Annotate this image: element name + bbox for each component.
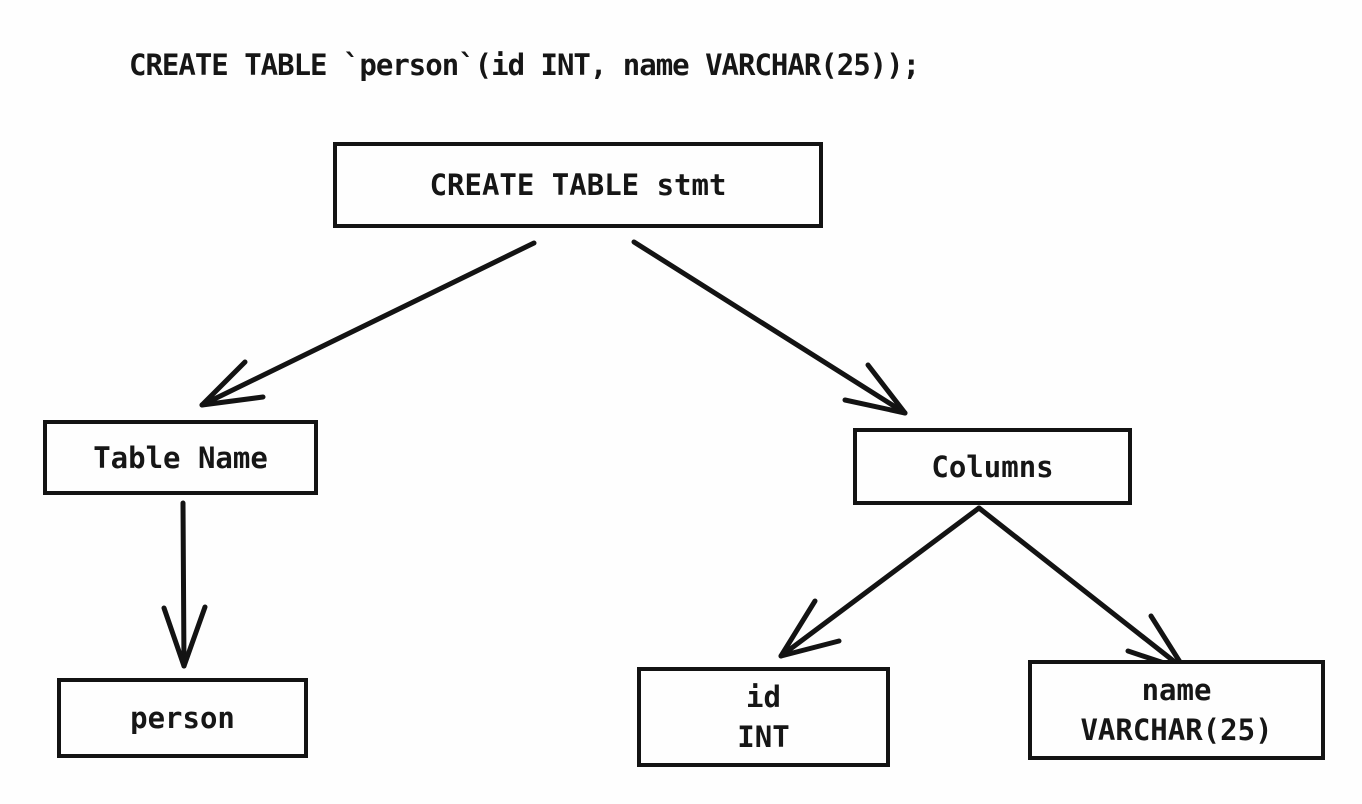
column-name: name: [1141, 673, 1212, 707]
node-label: Columns: [931, 449, 1054, 484]
node-create-table-stmt: CREATE TABLE stmt: [333, 142, 823, 228]
edge-root-to-columns: [631, 239, 908, 416]
arrowhead-icon: [778, 598, 842, 659]
node-label: Table Name: [93, 440, 268, 475]
column-type: VARCHAR(25): [1080, 713, 1273, 747]
arrowhead-icon: [842, 362, 908, 416]
edge-columns-to-id: [778, 505, 982, 659]
column-type: INT: [737, 720, 790, 754]
node-name-column: name VARCHAR(25): [1028, 660, 1325, 760]
edge-columns-to-name: [976, 505, 1188, 673]
edge-root-to-table-name: [199, 240, 537, 408]
node-id-column: id INT: [637, 667, 890, 767]
node-person: person: [57, 678, 308, 758]
node-table-name: Table Name: [43, 420, 318, 495]
node-label: person: [130, 701, 235, 735]
sql-statement-text: CREATE TABLE `person`(id INT, name VARCH…: [129, 48, 920, 82]
node-columns: Columns: [853, 428, 1132, 505]
node-label: CREATE TABLE stmt: [429, 168, 727, 202]
edge-table-name-to-person: [161, 500, 208, 669]
arrowhead-icon: [161, 604, 208, 669]
arrowhead-icon: [199, 359, 266, 408]
column-name: id: [746, 680, 781, 714]
